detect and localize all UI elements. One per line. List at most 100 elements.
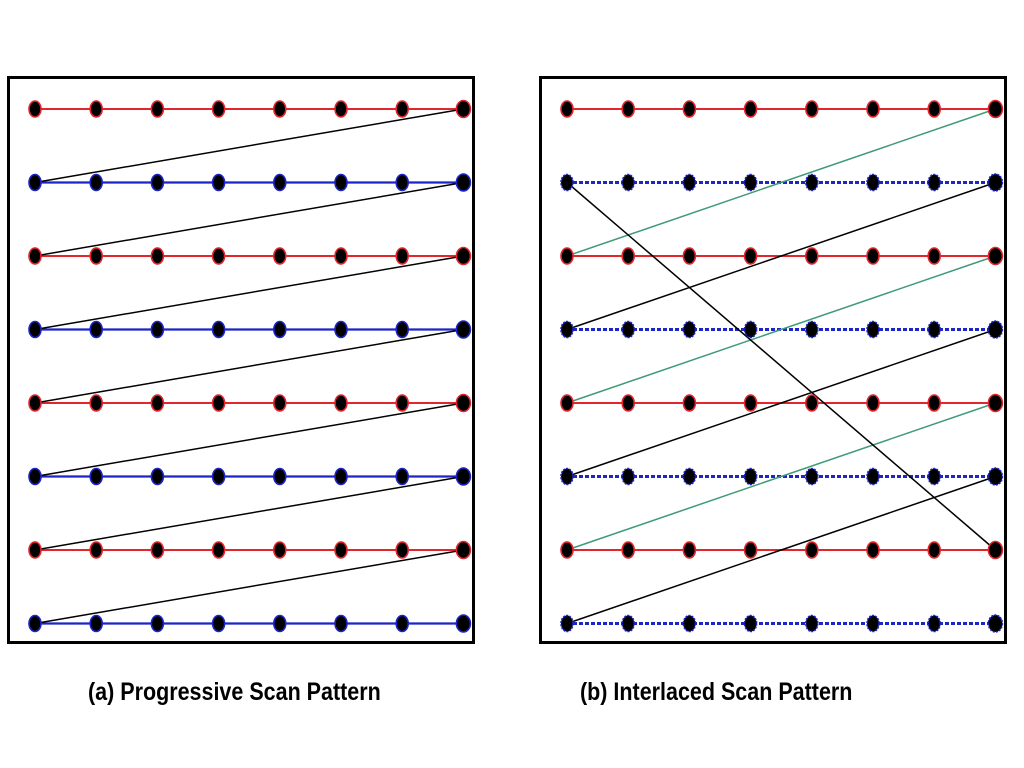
pixel-dot-r4-c1: [28, 320, 42, 339]
pixel-dot-r5-c3: [682, 394, 697, 412]
pixel-dot-r1-c1: [28, 100, 42, 118]
pixel-dot-r4-c4: [743, 320, 758, 339]
pixel-dot-r8-c5: [804, 614, 819, 633]
pixel-dot-r3-c2: [621, 247, 635, 265]
scan-lines: [567, 108, 996, 625]
pixel-dot-r5-c5: [804, 394, 819, 412]
pixel-dot-r6-c4: [211, 467, 226, 486]
retrace-line-4: [34, 328, 464, 404]
field-two-retrace-2: [566, 328, 996, 478]
interlaced-scan-panel: [539, 76, 1007, 644]
pixel-dot-r4-c5: [804, 320, 819, 339]
pixel-dot-r3-c5: [804, 247, 819, 265]
retrace-lines: [34, 108, 464, 625]
pixel-dot-r3-c8: [455, 246, 472, 266]
pixel-dot-r8-c3: [682, 614, 697, 633]
pixel-dot-r2-c1: [28, 173, 42, 192]
progressive-scan-panel: [7, 76, 475, 644]
pixel-dot-r3-c4: [211, 247, 226, 265]
pixel-dot-r1-c4: [211, 100, 226, 118]
pixel-dot-r4-c3: [682, 320, 697, 339]
pixel-dot-r8-c4: [211, 614, 226, 633]
vertical-return-line: [566, 181, 996, 551]
pixel-dot-r1-c1: [560, 100, 574, 118]
pixel-dot-r4-c3: [150, 320, 165, 339]
pixel-dot-r4-c2: [89, 320, 103, 339]
pixel-dot-r4-c6: [334, 320, 348, 339]
pixel-dot-r3-c7: [927, 247, 942, 265]
pixel-dot-r3-c3: [682, 247, 697, 265]
pixel-dot-r1-c7: [395, 100, 410, 118]
pixel-dot-r8-c4: [743, 614, 758, 633]
pixel-dot-r3-c4: [743, 247, 758, 265]
pixel-dot-r2-c3: [682, 173, 697, 192]
pixel-dot-r5-c5: [272, 394, 287, 412]
pixel-dot-r4-c5: [272, 320, 287, 339]
pixel-dot-r4-c6: [866, 320, 880, 339]
pixel-dot-r2-c5: [272, 173, 287, 192]
pixel-dot-r3-c7: [395, 247, 410, 265]
pixel-dot-r2-c4: [743, 173, 758, 192]
field-two-retrace-1: [566, 181, 996, 331]
pixel-dot-r2-c7: [395, 173, 410, 192]
pixel-dot-r3-c5: [272, 247, 287, 265]
pixel-dot-r3-c6: [866, 247, 880, 265]
pixel-dot-r7-c8: [987, 540, 1004, 560]
pixel-dot-r5-c8: [987, 393, 1004, 413]
pixel-dot-r2-c4: [211, 173, 226, 192]
pixel-dot-r2-c1: [560, 173, 574, 192]
pixel-dot-r7-c7: [927, 541, 942, 559]
pixel-dot-r8-c1: [560, 614, 574, 633]
pixel-dot-r7-c3: [150, 541, 165, 559]
pixel-dot-r7-c7: [395, 541, 410, 559]
pixel-dot-r2-c8: [987, 173, 1004, 192]
pixel-dot-r5-c4: [211, 394, 226, 412]
pixel-dot-r2-c5: [804, 173, 819, 192]
pixel-dot-r6-c2: [89, 467, 103, 486]
pixel-dot-r6-c8: [987, 467, 1004, 486]
pixel-dot-r7-c5: [272, 541, 287, 559]
pixel-dot-r8-c2: [89, 614, 103, 633]
pixel-dot-r1-c5: [804, 100, 819, 118]
pixel-dot-r6-c2: [621, 467, 635, 486]
pixel-dot-r4-c7: [927, 320, 942, 339]
retrace-lines: [566, 108, 996, 625]
pixel-dot-r8-c6: [866, 614, 880, 633]
pixel-dot-r4-c8: [455, 320, 472, 339]
pixel-dot-r5-c6: [866, 394, 880, 412]
pixel-dot-r5-c3: [150, 394, 165, 412]
pixel-dot-r6-c1: [28, 467, 42, 486]
pixel-dot-r6-c7: [395, 467, 410, 486]
pixel-dot-r4-c2: [621, 320, 635, 339]
pixel-dot-r6-c6: [334, 467, 348, 486]
pixel-dot-r6-c3: [150, 467, 165, 486]
pixel-dot-r7-c1: [560, 541, 574, 559]
pixel-dot-r3-c8: [987, 246, 1004, 266]
pixel-dot-r1-c2: [89, 100, 103, 118]
pixel-dot-r2-c3: [150, 173, 165, 192]
field-one-retrace-3: [566, 402, 996, 551]
pixel-dot-r7-c6: [334, 541, 348, 559]
pixel-dots: [28, 99, 472, 633]
pixel-dot-r5-c6: [334, 394, 348, 412]
pixel-dot-r7-c4: [211, 541, 226, 559]
pixel-dot-r3-c6: [334, 247, 348, 265]
pixel-dot-r1-c2: [621, 100, 635, 118]
pixel-dot-r7-c5: [804, 541, 819, 559]
pixel-dot-r2-c8: [455, 173, 472, 192]
retrace-line-2: [34, 181, 464, 257]
pixel-dot-r4-c1: [560, 320, 574, 339]
pixel-dot-r1-c4: [743, 100, 758, 118]
pixel-dot-r2-c2: [621, 173, 635, 192]
pixel-dot-r7-c3: [682, 541, 697, 559]
pixel-dot-r6-c3: [682, 467, 697, 486]
pixel-dot-r4-c4: [211, 320, 226, 339]
retrace-line-6: [34, 475, 464, 551]
interlaced-scan-diagram: [560, 99, 1004, 633]
pixel-dot-r5-c2: [621, 394, 635, 412]
pixel-dot-r1-c6: [334, 100, 348, 118]
pixel-dot-r2-c6: [866, 173, 880, 192]
progressive-scan-diagram: [28, 99, 472, 633]
pixel-dot-r8-c8: [455, 614, 472, 633]
